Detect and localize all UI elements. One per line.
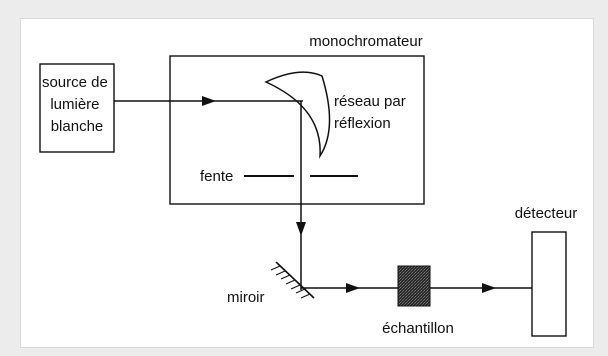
light-source-label: source de lumière blanche [42,74,112,135]
detector-label: détecteur [515,205,578,222]
monochromator-label: monochromateur [309,33,422,50]
sample-label: échantillon [382,320,454,337]
detector-box [531,231,567,337]
sample-cell [397,265,431,307]
reflection-grating [264,71,331,159]
beam-arrow-2 [296,222,306,236]
monochromator-box [169,55,425,205]
beam-arrow-3 [346,283,360,293]
beam-arrow-1 [202,96,216,106]
light-source-box [39,63,115,153]
mirror-label: miroir [227,289,265,306]
mirror-hatching [270,265,311,299]
slit-label: fente [200,168,233,185]
grating-label: réseau par réflexion [334,93,410,132]
beam-arrow-4 [482,283,496,293]
